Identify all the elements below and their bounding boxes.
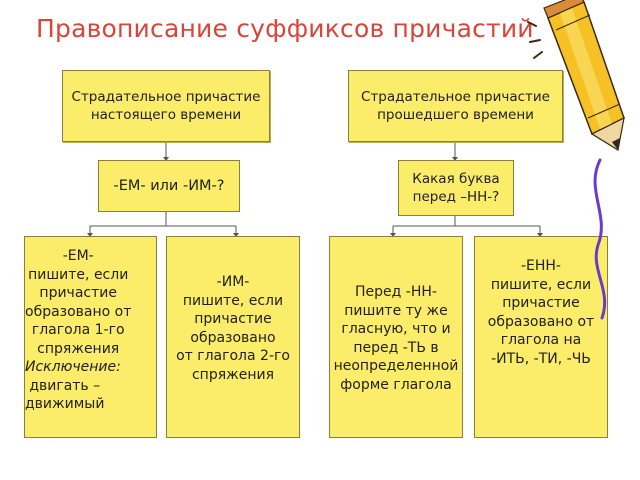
box-rule-before-nn: Перед -НН- пишите ту же гласную, что и п… [329, 236, 463, 438]
box-rule-enn: -ЕНН- пишите, если причастие образовано … [474, 236, 608, 438]
box-rule-im: -ИМ- пишите, если причастие образовано о… [166, 236, 300, 438]
exception-label: Исключение: [25, 359, 121, 375]
box-label: Страдательное причастие прошедшего време… [361, 89, 550, 123]
box-question-nn: Какая буква перед –НН-? [398, 160, 514, 216]
box-label: Страдательное причастие настоящего време… [71, 89, 261, 123]
box-past-passive-participle: Страдательное причастие прошедшего време… [348, 70, 563, 142]
box-label: -ИМ- пишите, если причастие образовано о… [176, 274, 290, 383]
box-present-passive-participle: Страдательное причастие настоящего време… [62, 70, 270, 142]
box-question-em-im: -ЕМ- или -ИМ-? [98, 160, 240, 212]
box-label: -ЕМ- пишите, если причастие образовано о… [25, 248, 132, 357]
page-title: Правописание суффиксов причастий [36, 14, 534, 43]
box-label: -ЕМ- или -ИМ-? [113, 178, 225, 194]
box-label: -ЕНН- пишите, если причастие образовано … [487, 258, 595, 367]
box-label: Какая буква перед –НН-? [412, 171, 500, 205]
box-label: Перед -НН- пишите ту же гласную, что и п… [333, 284, 459, 393]
exception-text: двигать – движимый [25, 377, 105, 413]
box-rule-em: -ЕМ- пишите, если причастие образовано о… [24, 236, 157, 438]
